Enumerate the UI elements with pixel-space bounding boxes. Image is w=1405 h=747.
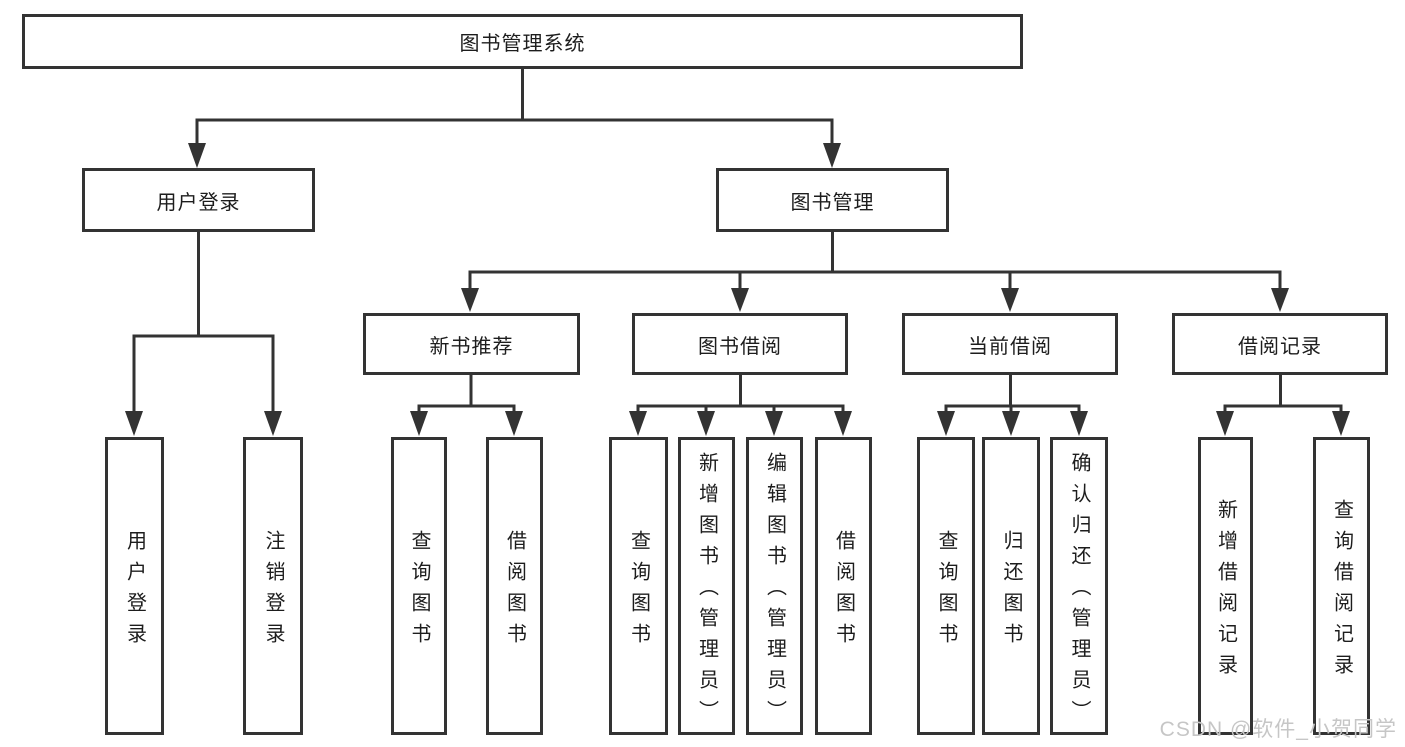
leaf-query-borrow-record: 查询借阅记录 [1313, 437, 1370, 735]
arrow-down-icon [697, 411, 715, 436]
leaf-query-books-current: 查询图书 [917, 437, 975, 735]
connector-book-borrow-split [636, 375, 845, 414]
arrow-down-icon [629, 411, 647, 436]
arrow-down-icon [1070, 411, 1088, 436]
arrow-down-icon [264, 411, 282, 436]
arrow-down-icon [125, 411, 143, 436]
arrow-down-icon [188, 143, 206, 168]
arrow-down-icon [461, 288, 479, 312]
node-current-borrowing: 当前借阅 [902, 313, 1118, 375]
leaf-logout: 注销登录 [243, 437, 303, 735]
arrow-down-icon [1002, 411, 1020, 436]
watermark: CSDN @软件_小贺同学 [1159, 718, 1397, 741]
node-book-borrowing: 图书借阅 [632, 313, 848, 375]
arrow-down-icon [1271, 288, 1289, 312]
node-borrowing-records: 借阅记录 [1172, 313, 1388, 375]
arrow-down-icon [823, 143, 841, 168]
leaf-return-book: 归还图书 [982, 437, 1040, 735]
node-new-book-recommend: 新书推荐 [363, 313, 580, 375]
arrow-down-icon [1332, 411, 1350, 436]
arrow-down-icon [505, 411, 523, 436]
connector-book-mgmt-split [468, 232, 1282, 290]
arrow-down-icon [1001, 288, 1019, 312]
leaf-query-books-borrow: 查询图书 [609, 437, 668, 735]
node-user-login-branch: 用户登录 [82, 168, 315, 232]
leaf-borrow-books: 借阅图书 [815, 437, 872, 735]
connector-borrow-record-split [1223, 375, 1343, 414]
leaf-query-books-recommend: 查询图书 [391, 437, 447, 735]
connector-new-book-split [417, 375, 516, 414]
arrow-down-icon [937, 411, 955, 436]
arrow-down-icon [1216, 411, 1234, 436]
arrow-down-icon [765, 411, 783, 436]
node-library-system: 图书管理系统 [22, 14, 1023, 69]
leaf-user-login: 用户登录 [105, 437, 164, 735]
leaf-confirm-return-admin: 确认归还（管理员） [1050, 437, 1108, 735]
arrow-down-icon [834, 411, 852, 436]
connector-current-borrow-split [944, 375, 1081, 414]
leaf-edit-book-admin: 编辑图书（管理员） [746, 437, 803, 735]
leaf-add-book-admin: 新增图书（管理员） [678, 437, 735, 735]
connector-user-login-split [132, 232, 275, 413]
arrow-down-icon [410, 411, 428, 436]
node-book-management: 图书管理 [716, 168, 949, 232]
leaf-borrow-books-recommend: 借阅图书 [486, 437, 543, 735]
leaf-add-borrow-record: 新增借阅记录 [1198, 437, 1253, 735]
arrow-down-icon [731, 288, 749, 312]
connector-root-split [195, 69, 834, 145]
